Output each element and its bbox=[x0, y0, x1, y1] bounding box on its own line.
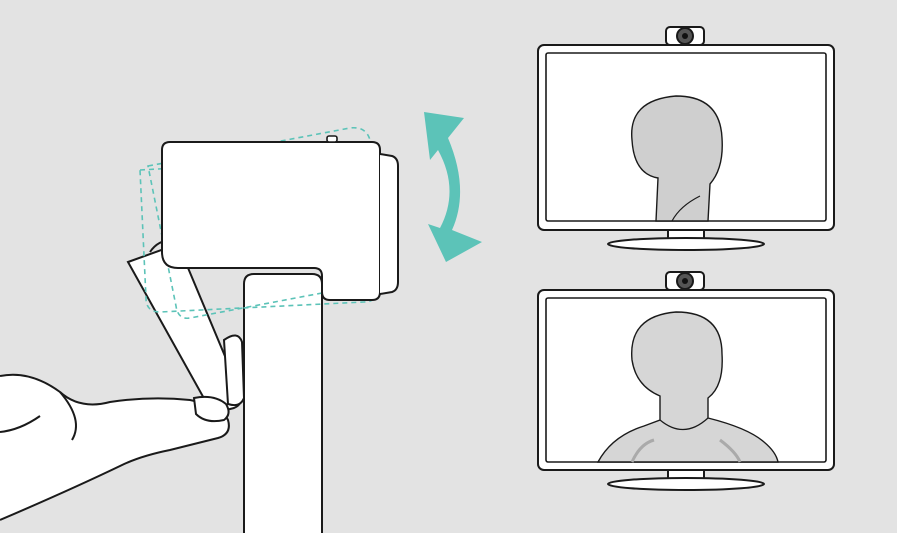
webcam-icon bbox=[665, 26, 705, 46]
curved-double-arrow-icon bbox=[424, 112, 482, 262]
webcam-lens-ring bbox=[379, 153, 399, 295]
finger-crease-2 bbox=[0, 415, 41, 433]
monitor-mount-stand bbox=[243, 273, 323, 533]
bottom-monitor bbox=[537, 271, 835, 491]
monitor-base bbox=[607, 237, 765, 251]
fingernail bbox=[192, 395, 230, 423]
top-monitor bbox=[537, 26, 835, 251]
webcam-side-view bbox=[0, 112, 482, 533]
hinge-knob bbox=[222, 334, 246, 407]
webcam-icon bbox=[665, 271, 705, 291]
finger-crease-1 bbox=[59, 391, 77, 441]
webcam-top-button bbox=[326, 135, 338, 143]
hand bbox=[0, 373, 230, 521]
webcam-body bbox=[161, 141, 381, 301]
face-head-only bbox=[631, 95, 723, 222]
face-head-and-shoulders bbox=[596, 311, 779, 463]
monitor-base bbox=[607, 477, 765, 491]
